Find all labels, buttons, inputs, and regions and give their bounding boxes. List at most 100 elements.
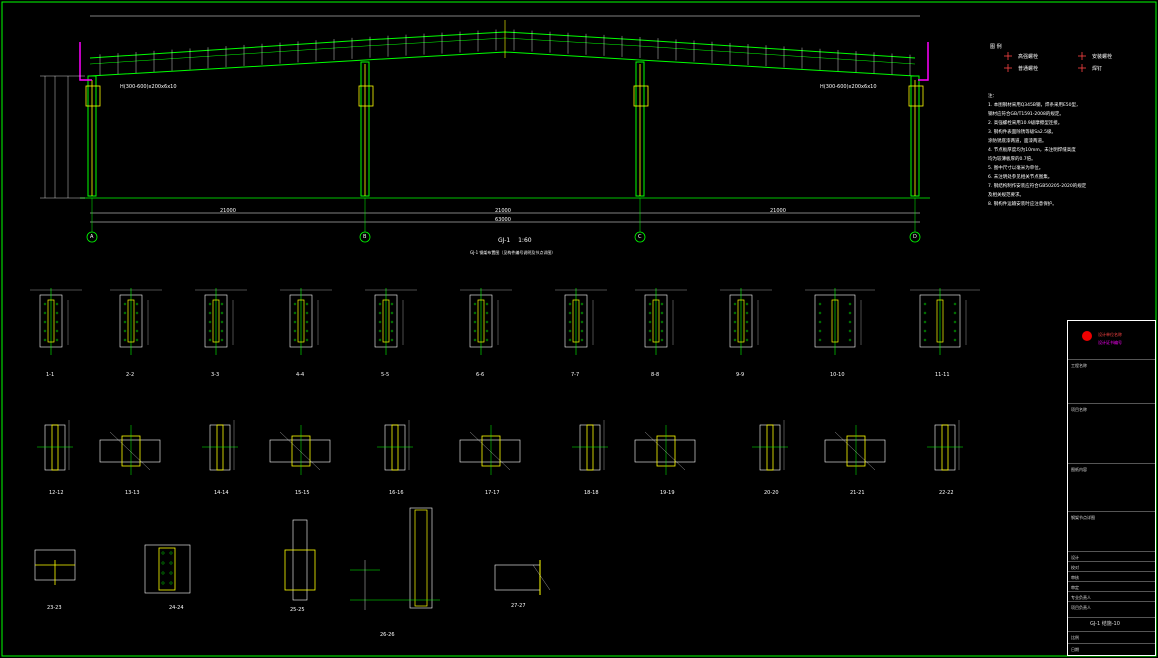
note-line: 2. 高强螺栓采用10.9级摩擦型连接。 <box>988 121 1063 126</box>
detail-26-26 <box>350 507 440 610</box>
general-notes: 注： 1. 本图钢材采用Q345B钢，焊条采用E50型， 钢材应符合GB/T15… <box>988 92 1138 209</box>
company-seal <box>1082 331 1092 341</box>
detail-label: 23-23 <box>47 605 62 611</box>
detail-label: 13-13 <box>125 490 140 496</box>
detail-label: 11-11 <box>935 372 950 378</box>
frame-elevation <box>40 15 930 243</box>
note-line: 4. 节点板厚度均为10mm，未注明焊缝高度 <box>988 148 1076 153</box>
detail-24-24 <box>144 544 191 594</box>
note-line: 钢材应符合GB/T1591-2008的规定。 <box>988 112 1064 117</box>
detail-row-2 <box>37 420 963 475</box>
detail-8-8 <box>635 288 687 355</box>
detail-label: 9-9 <box>736 372 745 378</box>
detail-label: 21-21 <box>850 490 865 496</box>
legend-item-3: 普通螺栓 <box>1018 66 1039 72</box>
detail-3-3 <box>195 288 247 355</box>
legend-item-2: 安装螺栓 <box>1092 54 1113 60</box>
span-dim-2: 21000 <box>495 208 511 214</box>
detail-21-21 <box>824 425 886 475</box>
detail-label: 15-15 <box>295 490 310 496</box>
detail-20-20 <box>752 420 788 471</box>
detail-label: 8-8 <box>651 372 660 378</box>
frame-subtitle: GJ-1 钢架布置图（见构件编号说明及节点详图） <box>470 250 556 255</box>
rafter-top <box>89 31 916 59</box>
axis-label-a: A <box>90 234 94 240</box>
detail-1-1 <box>30 288 82 355</box>
detail-13-13 <box>99 425 161 475</box>
detail-label: 10-10 <box>830 372 845 378</box>
span-dim-1: 21000 <box>220 208 236 214</box>
detail-16-16 <box>377 420 413 471</box>
note-line: 1. 本图钢材采用Q345B钢，焊条采用E50型， <box>988 103 1081 108</box>
detail-11-11 <box>910 288 980 355</box>
detail-2-2 <box>110 288 162 355</box>
tb-row-review: 审核 <box>1071 575 1079 580</box>
detail-23-23 <box>34 549 76 585</box>
frame-title: GJ-1 1:60 <box>498 238 532 244</box>
detail-22-22 <box>927 420 963 471</box>
detail-18-18 <box>572 420 608 471</box>
detail-label: 18-18 <box>584 490 599 496</box>
detail-label: 2-2 <box>126 372 135 378</box>
detail-row-1 <box>30 288 980 355</box>
note-line: 均为较薄板厚的0.7倍。 <box>988 157 1036 162</box>
detail-label: 16-16 <box>389 490 404 496</box>
tb-row-approve: 审定 <box>1071 585 1079 590</box>
detail-25-25 <box>284 519 316 601</box>
note-line: 涂防锈底漆两道，面漆两道。 <box>988 139 1047 144</box>
tb-row-discipline-lead: 专业负责人 <box>1071 595 1091 600</box>
total-span-dim: 63000 <box>495 217 511 223</box>
detail-label: 22-22 <box>939 490 954 496</box>
detail-17-17 <box>459 425 521 475</box>
note-line: 5. 图中尺寸以毫米为单位。 <box>988 166 1044 171</box>
detail-6-6 <box>460 288 512 355</box>
member-label-left: H(300-600)x200x6x10 <box>120 84 177 90</box>
frame-title-text: GJ-1 <box>498 237 511 244</box>
axis-label-d: D <box>913 234 917 240</box>
detail-label: 4-4 <box>296 372 305 378</box>
detail-label: 1-1 <box>46 372 55 378</box>
rafter-bottom <box>89 51 916 77</box>
tb-drawing-title: 钢架节点详图 <box>1071 515 1095 520</box>
legend-item-4: 焊钉 <box>1092 66 1103 72</box>
detail-label: 25-25 <box>290 607 305 613</box>
note-line: 8. 钢构件运输安装时应注意保护。 <box>988 202 1057 207</box>
detail-14-14 <box>202 420 238 471</box>
detail-label: 26-26 <box>380 632 395 638</box>
tb-row-project: 工程名称 <box>1071 363 1087 368</box>
axis-label-c: C <box>638 234 642 240</box>
notes-heading: 注： <box>988 94 997 99</box>
detail-label: 7-7 <box>571 372 580 378</box>
detail-9-9 <box>720 288 772 355</box>
legend-symbols <box>1004 52 1086 72</box>
member-label-right: H(300-600)x200x6x10 <box>820 84 877 90</box>
detail-15-15 <box>269 425 331 475</box>
detail-label: 12-12 <box>49 490 64 496</box>
detail-27-27 <box>494 560 551 595</box>
detail-5-5 <box>365 288 417 355</box>
detail-19-19 <box>634 425 696 475</box>
tb-row-content: 图纸内容 <box>1071 467 1087 472</box>
note-line: 6. 未注明处参见相关节点图集。 <box>988 175 1053 180</box>
tb-row-design: 设计 <box>1071 555 1079 560</box>
tb-scale-label: 比例 <box>1071 635 1079 640</box>
tb-date-label: 日期 <box>1071 647 1079 652</box>
company-name: 设计单位名称 <box>1098 332 1122 337</box>
detail-10-10 <box>805 288 875 355</box>
detail-7-7 <box>555 288 607 355</box>
detail-label: 19-19 <box>660 490 675 496</box>
detail-label: 6-6 <box>476 372 485 378</box>
detail-row-3 <box>34 507 551 610</box>
note-line: 及相关规范要求。 <box>988 193 1024 198</box>
detail-label: 20-20 <box>764 490 779 496</box>
detail-label: 14-14 <box>214 490 229 496</box>
tb-row-check: 校对 <box>1071 565 1079 570</box>
company-cert: 设计证书编号 <box>1098 340 1122 345</box>
detail-label: 27-27 <box>511 603 526 609</box>
tb-drawing-no: GJ-1 结施-10 <box>1090 621 1120 627</box>
note-line: 3. 钢构件表面除锈等级Sa2.5级。 <box>988 130 1056 135</box>
detail-label: 3-3 <box>211 372 220 378</box>
tb-row-project-lead: 项目负责人 <box>1071 605 1091 610</box>
frame-scale: 1:60 <box>518 237 532 244</box>
